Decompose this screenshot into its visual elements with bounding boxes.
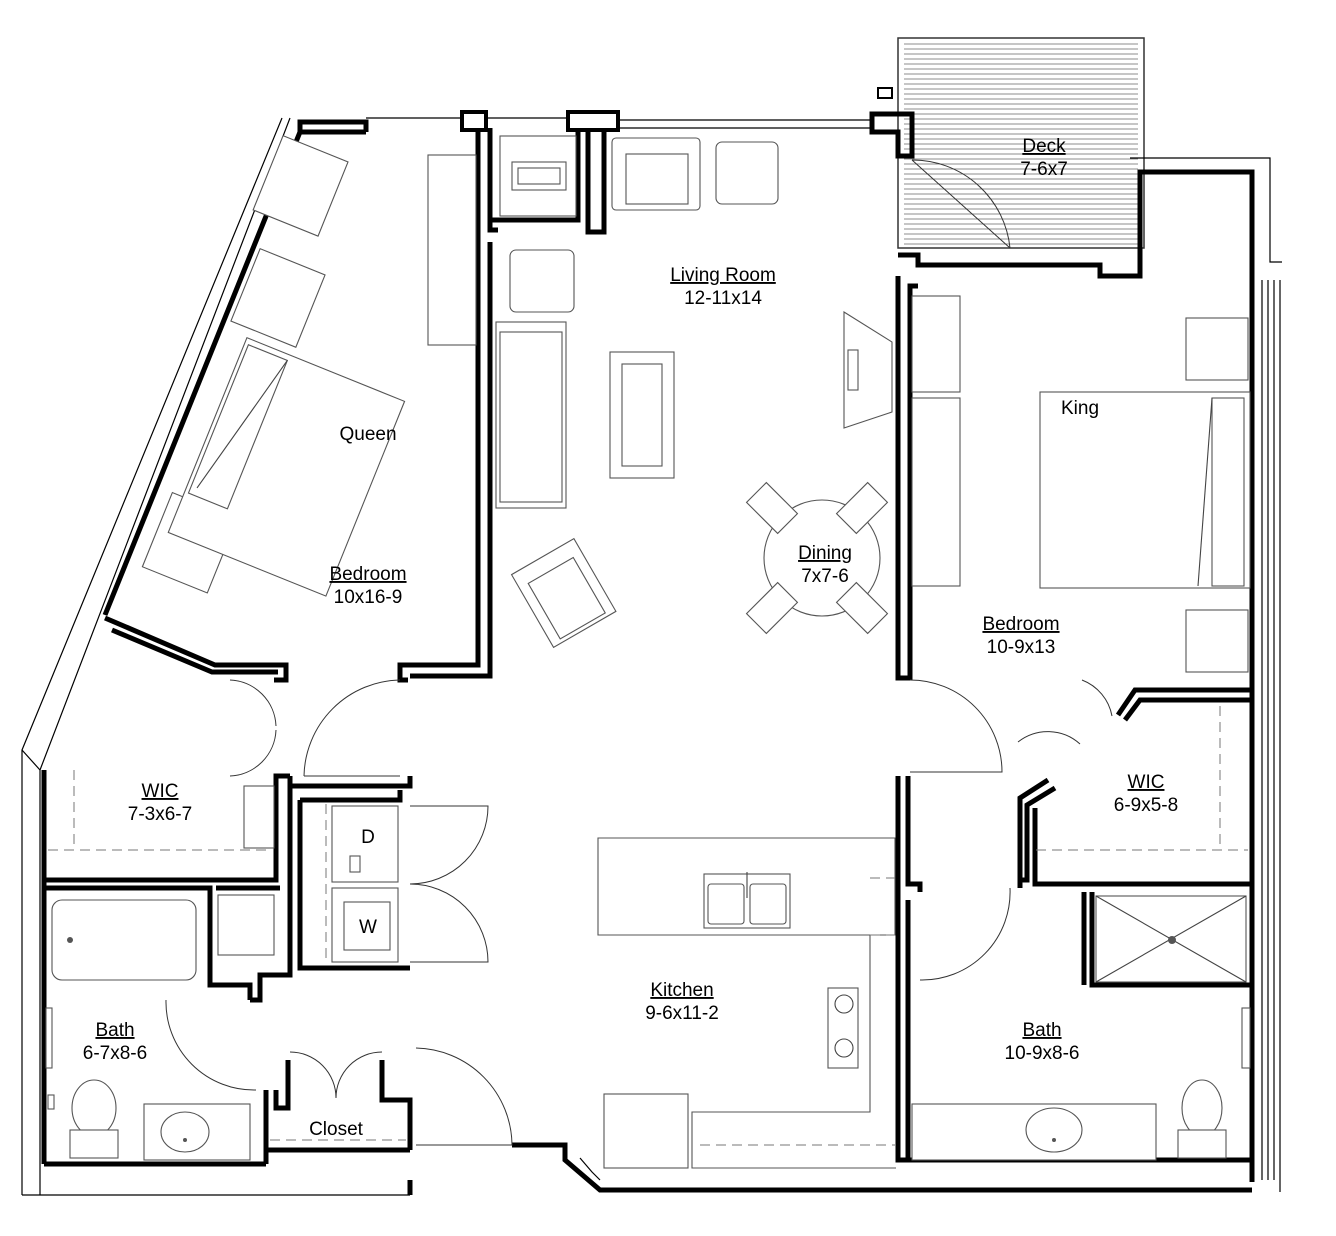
closet-name: Closet [309, 1119, 364, 1140]
kitchen-dims: 9-6x11-2 [645, 1003, 719, 1024]
bedroom2-name: Bedroom [982, 614, 1059, 635]
bath2-name: Bath [1022, 1020, 1061, 1041]
wic2-dims: 6-9x5-8 [1114, 795, 1178, 816]
bath1-dims: 6-7x8-6 [83, 1043, 147, 1064]
furniture [45, 135, 1251, 1169]
doors [165, 159, 1113, 1146]
exterior-walls [21, 110, 1282, 1196]
bedroom1-dims: 10x16-9 [334, 587, 403, 608]
interior-walls [41, 128, 1252, 1164]
dining-dims: 7x7-6 [801, 566, 849, 587]
room-labels: Deck 7-6x7 Living Room 12-11x14 Queen Be… [83, 136, 1178, 1140]
bath2-dims: 10-9x8-6 [1005, 1043, 1080, 1064]
bedroom1-name: Bedroom [329, 564, 406, 585]
kitchen-name: Kitchen [650, 980, 713, 1001]
queen-bed-label: Queen [339, 424, 396, 445]
living-room-dims: 12-11x14 [684, 288, 762, 309]
wic2-name: WIC [1128, 772, 1165, 793]
wic1-name: WIC [142, 781, 179, 802]
dryer-label: D [361, 827, 375, 848]
bedroom2-dims: 10-9x13 [987, 637, 1056, 658]
deck-name: Deck [1022, 136, 1066, 157]
wic1-dims: 7-3x6-7 [128, 804, 192, 825]
bath1-name: Bath [95, 1020, 134, 1041]
deck-dims: 7-6x7 [1020, 159, 1068, 180]
king-bed-label: King [1061, 398, 1099, 419]
washer-label: W [359, 917, 377, 938]
dining-name: Dining [798, 543, 852, 564]
deck [877, 37, 1145, 249]
living-room-name: Living Room [670, 265, 776, 286]
